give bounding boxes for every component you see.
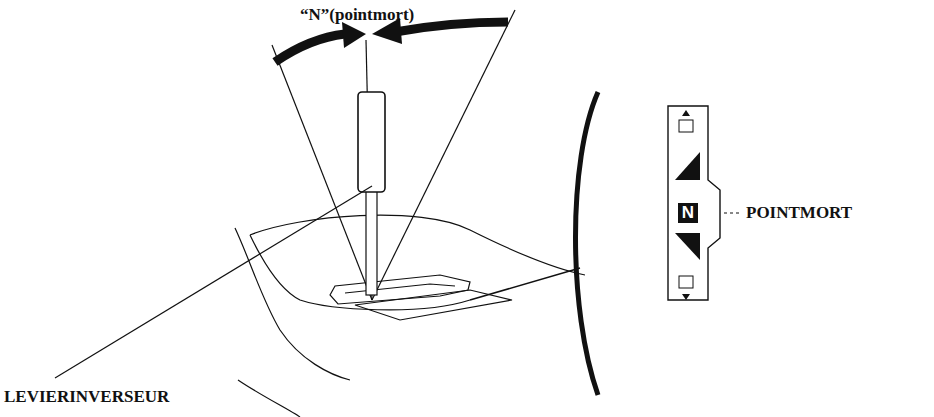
console-outline — [235, 228, 350, 380]
gear-icon — [679, 120, 693, 132]
inset-frame — [576, 92, 599, 395]
leader-line — [470, 268, 580, 300]
neutral-mark: N — [678, 203, 698, 224]
inset-plate — [668, 106, 720, 300]
console-outline — [250, 235, 470, 310]
lever-handle — [358, 92, 385, 192]
motion-arrow — [275, 34, 345, 62]
direction-arrow — [682, 294, 690, 300]
leader-line — [724, 212, 742, 213]
leader-line — [55, 186, 372, 378]
wedge-mark — [675, 233, 700, 260]
part-label: LEVIERINVERSEUR — [4, 388, 169, 407]
arrow-head — [342, 22, 366, 48]
console-outline — [250, 215, 585, 275]
guide-line — [372, 10, 515, 300]
guide-line — [272, 45, 372, 300]
direction-arrow — [682, 110, 690, 116]
gate-slot — [345, 284, 455, 293]
wedge-mark — [675, 152, 700, 180]
console-outline — [238, 380, 300, 417]
gear-icon — [679, 276, 693, 288]
part-label: POINTMORT — [746, 204, 852, 223]
lever-shaft — [366, 190, 377, 295]
position-label: “N”(pointmort) — [300, 6, 414, 25]
